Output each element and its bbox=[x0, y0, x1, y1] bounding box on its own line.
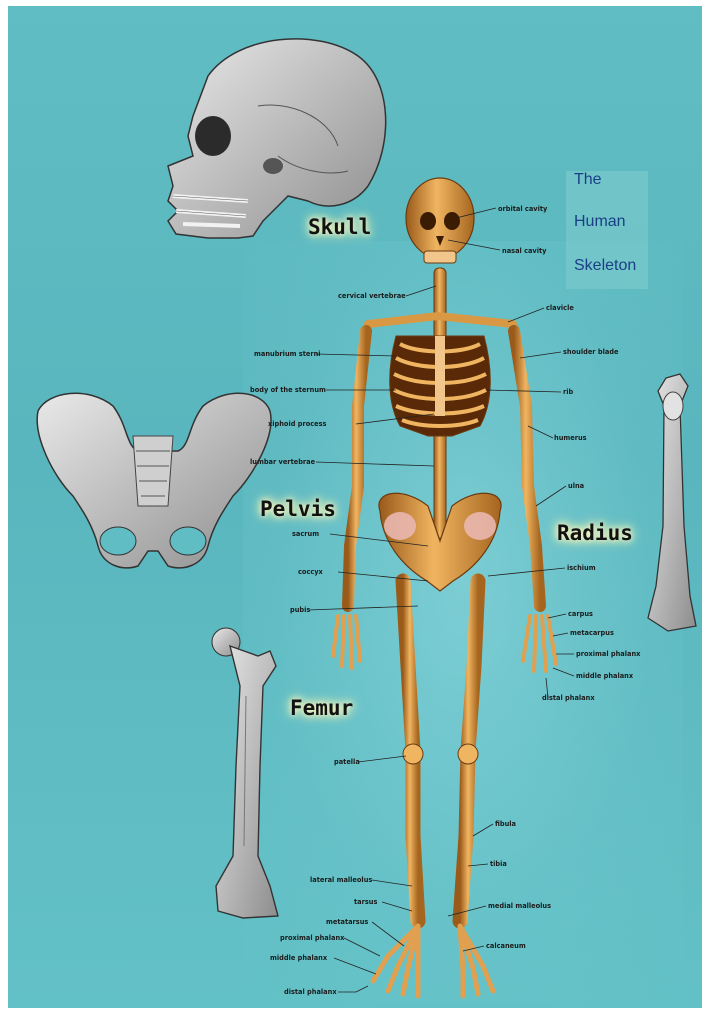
label-lateral-malleolus: lateral malleolus bbox=[310, 876, 372, 884]
pelvis-illustration bbox=[37, 393, 271, 568]
label-metatarsus: metatarsus bbox=[326, 918, 368, 926]
label-carpus: carpus bbox=[568, 610, 593, 618]
label-calcaneum: calcaneum bbox=[486, 942, 526, 950]
label-orbital-cavity: orbital cavity bbox=[498, 205, 547, 213]
label-cervical-vertebrae: cervical vertebrae bbox=[338, 292, 406, 300]
heading-radius: Radius bbox=[557, 521, 633, 545]
skeleton-poster: The Human Skeleton Skull Pelvis Radius F… bbox=[8, 6, 702, 1008]
label-tibia: tibia bbox=[490, 860, 507, 868]
heading-femur: Femur bbox=[290, 696, 353, 720]
label-fibula: fibula bbox=[495, 820, 516, 828]
label-patella: patella bbox=[334, 758, 360, 766]
label-shoulder-blade: shoulder blade bbox=[563, 348, 618, 356]
label-nasal-cavity: nasal cavity bbox=[502, 247, 546, 255]
label-body-of-sternum: body of the sternum bbox=[250, 386, 326, 394]
label-metacarpus: metacarpus bbox=[570, 629, 614, 637]
title-line-1: The bbox=[574, 171, 602, 189]
label-sacrum: sacrum bbox=[292, 530, 319, 538]
title-line-2: Human bbox=[574, 213, 626, 231]
heading-pelvis: Pelvis bbox=[260, 497, 336, 521]
label-proximal-phalanx-hand: proximal phalanx bbox=[576, 650, 640, 658]
label-proximal-phalanx-foot: proximal phalanx bbox=[280, 934, 344, 942]
label-rib: rib bbox=[563, 388, 573, 396]
illustrations bbox=[8, 6, 702, 1008]
femur-illustration bbox=[212, 628, 278, 918]
full-skeleton-illustration bbox=[333, 178, 556, 996]
skull-side-illustration bbox=[168, 39, 386, 238]
label-tarsus: tarsus bbox=[354, 898, 377, 906]
label-clavicle: clavicle bbox=[546, 304, 574, 312]
label-ischium: ischium bbox=[567, 564, 596, 572]
label-middle-phalanx-foot: middle phalanx bbox=[270, 954, 327, 962]
title-line-3: Skeleton bbox=[574, 257, 636, 275]
radius-illustration bbox=[648, 374, 696, 631]
label-xiphoid-process: xiphoid process bbox=[268, 420, 326, 428]
label-humerus: humerus bbox=[554, 434, 587, 442]
label-medial-malleolus: medial malleolus bbox=[488, 902, 551, 910]
label-manubrium-sterni: manubrium sterni bbox=[254, 350, 321, 358]
heading-skull: Skull bbox=[308, 215, 371, 239]
label-distal-phalanx-foot: distal phalanx bbox=[284, 988, 337, 996]
label-ulna: ulna bbox=[568, 482, 584, 490]
label-lumbar-vertebrae: lumbar vertebrae bbox=[250, 458, 315, 466]
label-middle-phalanx-hand: middle phalanx bbox=[576, 672, 633, 680]
label-distal-phalanx-hand: distal phalanx bbox=[542, 694, 595, 702]
label-pubis: pubis bbox=[290, 606, 310, 614]
skull-orbit bbox=[195, 116, 231, 156]
label-coccyx: coccyx bbox=[298, 568, 323, 576]
